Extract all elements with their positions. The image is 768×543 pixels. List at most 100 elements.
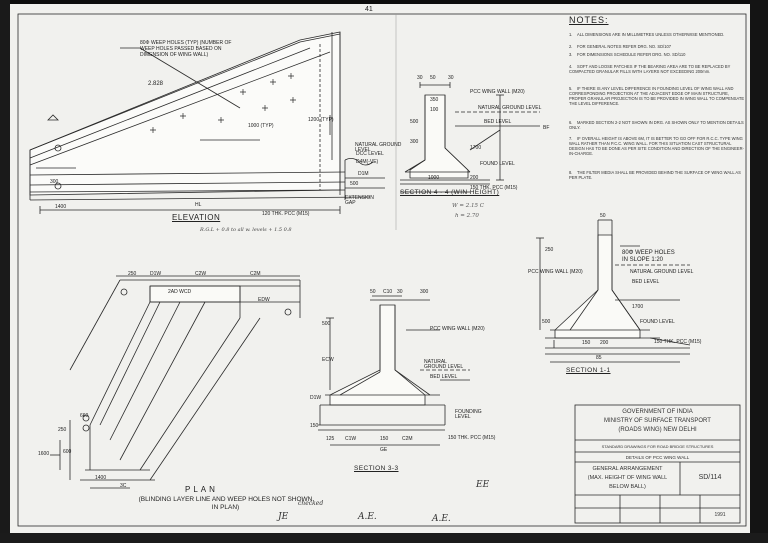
s44-dim-350: 350 — [430, 97, 439, 103]
section-1-1-view — [536, 219, 691, 363]
section-1-1-title: SECTION 1-1 — [566, 367, 611, 374]
tb-line-7: (MAX. HEIGHT OF WING WALL — [587, 475, 668, 481]
s11-ngl: NATURAL GROUND LEVEL — [630, 269, 694, 275]
weep-hole-callout: 80Φ WEEP HOLES (TYP) (NUMBER OF WEEP HOL… — [140, 40, 232, 58]
elev-dim-500: 500 — [350, 181, 359, 187]
s44-bf: BF — [543, 125, 550, 131]
elev-d1m: D1M — [358, 171, 369, 177]
plan-dim-1400: 1400 — [95, 475, 107, 481]
elev-ngl: NATURAL GROUND LEVEL — [355, 142, 402, 153]
elev-ext-gap: EXTENSION GAP — [345, 195, 374, 206]
scan-left-edge — [0, 0, 10, 543]
note-1: 1.ALL DIMENSIONS ARE IN MILLIMETRES UNLE… — [569, 32, 725, 37]
s11-dim-85: 85 — [596, 355, 602, 361]
s44-dim-30a: 30 — [417, 75, 423, 81]
s33-bed: BED LEVEL — [430, 374, 458, 380]
plan-dim-600: 600 — [63, 449, 72, 455]
s33-dim-d1w: D1W — [310, 395, 322, 401]
plan-dim-250b: 250 — [58, 427, 67, 433]
scan-top-edge — [0, 0, 768, 4]
title-block — [574, 404, 741, 524]
elev-dim-300: 300 — [50, 179, 59, 185]
plan-view — [50, 275, 301, 489]
tb-line-8: BELOW BALL) — [609, 484, 646, 490]
scan-bottom-edge — [0, 533, 768, 543]
note-1-text: ALL DIMENSIONS ARE IN MILLIMETRES UNLESS… — [577, 32, 725, 37]
s33-dim-ge: GE — [380, 447, 388, 453]
s11-dim-500: 500 — [542, 319, 551, 325]
s33-dim-500: 500 — [322, 321, 331, 327]
s33-dim-150b: 150 — [380, 436, 389, 442]
s11-pcc-wing: PCC WING WALL (M20) — [528, 269, 583, 275]
signature-ae-1: A.E. — [358, 512, 377, 522]
elev-dim-1200: 1200 (TYP) — [308, 117, 334, 123]
tb-line-1: GOVERNMENT OF INDIA — [622, 409, 693, 415]
note-4-text: SOFT AND LOOSE PATCHES IF THE BEARING AR… — [569, 64, 731, 74]
s33-dim-150: 150 — [310, 423, 319, 429]
plan-dim-250: 250 — [128, 271, 137, 277]
s44-handnote-1: W = 2.15 C — [452, 203, 484, 209]
s33-pcc: 150 THK. PCC (M15) — [448, 435, 496, 441]
s11-dim-250: 250 — [545, 247, 554, 253]
note-7-text: IF OVERALL HEIGHT IS ABOVE 6M, IT IS BET… — [569, 136, 744, 156]
tb-line-2: MINISTRY OF SURFACE TRANSPORT — [604, 418, 711, 424]
plan-dim-2ad: 2AD WCD — [168, 289, 192, 295]
note-8-text: THE FILTER MEDIA SHALL BE PROVIDED BEHIN… — [569, 170, 741, 180]
signature-ee: EE — [476, 480, 490, 490]
page-number: 41 — [365, 6, 373, 13]
section-3-3-view — [318, 295, 470, 446]
tb-line-4: STANDARD DRAWINGS FOR ROAD BRIDGE STRUCT… — [601, 444, 714, 449]
s11-dim-150: 150 — [582, 340, 591, 346]
elevation-markers — [47, 114, 62, 190]
s44-ngl: NATURAL GROUND LEVEL — [478, 105, 542, 111]
signature-checked: checked — [298, 500, 324, 507]
s11-dim-1700: 1700 — [632, 304, 644, 310]
s33-dim-125: 125 — [326, 436, 335, 442]
s11-dim-200: 200 — [600, 340, 609, 346]
tb-line-3: (ROADS WING) NEW DELHI — [618, 427, 697, 433]
elev-dim-1000: 1000 (TYP) — [248, 123, 274, 129]
notes-heading: NOTES: — [569, 15, 609, 25]
weep-hole-markers — [150, 73, 296, 133]
elev-d4m: D4M(-VE) — [356, 159, 379, 165]
s44-dim-50: 50 — [430, 75, 436, 81]
note-5: 5.IF THERE IS ANY LEVEL DIFFERENCE IN FO… — [569, 86, 745, 106]
s11-bed: BED LEVEL — [632, 279, 660, 285]
plan-title: PLAN — [185, 485, 218, 494]
plan-dim-1600: 1600 — [38, 451, 50, 457]
note-3: 3.FOR DIMENSIONS SCHEDULE REFER DRG. NO.… — [569, 52, 686, 57]
elev-pcc: 120 THK. PCC (M15) — [262, 211, 310, 217]
elevation-handnote: R.G.L + 0.8 to all w. levels + 1.5 0.8 — [200, 227, 292, 233]
note-5-text: IF THERE IS ANY LEVEL DIFFERENCE IN FOUN… — [569, 86, 745, 106]
s44-bed: BED LEVEL — [484, 119, 512, 125]
s33-dim-c1w: C1W — [345, 436, 357, 442]
plan-dim-660: 660 — [80, 413, 89, 419]
signature-je: JE — [278, 512, 289, 522]
s11-weep: 80Φ WEEP HOLES IN SLOPE 1:20 — [622, 250, 675, 263]
elevation-view — [29, 31, 385, 214]
s11-found: FOUND LEVEL — [640, 319, 675, 325]
elev-dim-1400: 1400 — [55, 204, 67, 210]
note-2-text: FOR GENERAL NOTES REFER DRG. NO. SD/107 — [577, 44, 672, 49]
plan-dim-3c: 3C — [120, 483, 127, 489]
elev-dim-2828: 2.828 — [148, 81, 164, 87]
note-2: 2.FOR GENERAL NOTES REFER DRG. NO. SD/10… — [569, 44, 672, 49]
section-3-3-title: SECTION 3-3 — [354, 465, 399, 472]
note-6: 6.MARKED SECTION 2-2 NOT SHOWN IN DRG. A… — [569, 120, 744, 130]
s44-handnote-2: h = 2.70 — [455, 213, 479, 219]
elevation-title: ELEVATION — [172, 213, 221, 222]
s44-found: FOUND LEVEL — [480, 161, 515, 167]
s33-dim-50: 50 — [370, 289, 376, 295]
elev-hl: HL — [195, 202, 202, 208]
s11-dim-50: 50 — [600, 213, 606, 219]
s44-dim-500: 500 — [410, 119, 419, 125]
tb-drg-no: SD/114 — [698, 474, 722, 481]
note-6-text: MARKED SECTION 2-2 NOT SHOWN IN DRG. AS … — [569, 120, 744, 130]
note-7: 7.IF OVERALL HEIGHT IS ABOVE 6M, IT IS B… — [569, 136, 744, 156]
s33-dim-ecw: ECW — [322, 357, 334, 363]
plan-dim-d1w: D1W — [150, 271, 162, 277]
plan-dim-edw: EDW — [258, 297, 270, 303]
s44-dim-30b: 30 — [448, 75, 454, 81]
section-4-4-title: SECTION 4 - 4 (WIN HEIGHT) — [400, 189, 500, 196]
